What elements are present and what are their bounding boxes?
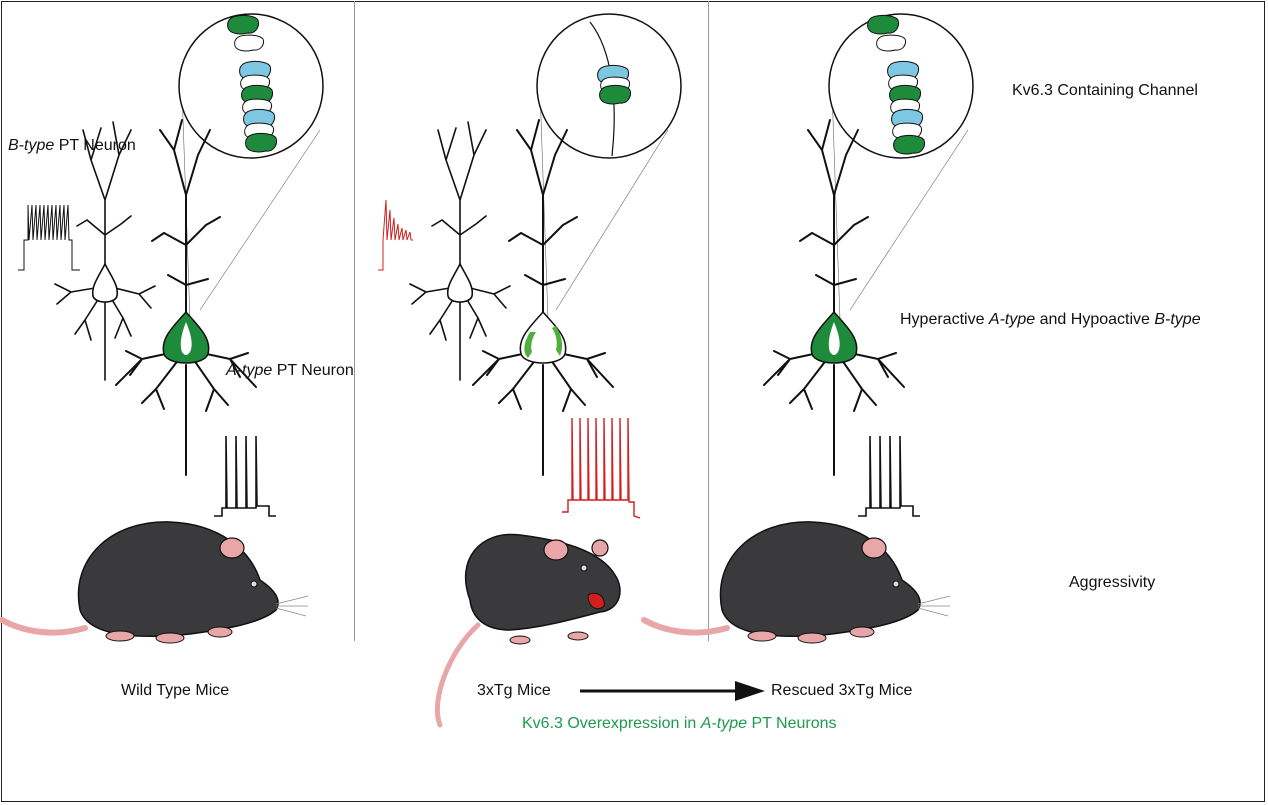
- b-type-term: B-type: [8, 137, 55, 154]
- channel-label: Kv6.3 Containing Channel: [1012, 82, 1198, 99]
- panel-divider-1: [354, 1, 355, 641]
- b-type-suffix: PT Neuron: [54, 137, 136, 154]
- kv-channel-zoom-icon: [178, 13, 324, 321]
- mouse-icon: [644, 522, 950, 643]
- overexpression-text-2: PT Neurons: [747, 715, 837, 732]
- b-type-spike-trace-icon: [378, 199, 413, 271]
- a-type-spike-trace-icon: [857, 435, 921, 517]
- a-type-term: A-type: [226, 362, 273, 379]
- rescued-label: Rescued 3xTg Mice: [771, 682, 913, 699]
- a-type-neuron-icon: [472, 119, 614, 476]
- activity-text-2: and Hypoactive: [1035, 311, 1155, 328]
- wild-type-label: Wild Type Mice: [121, 682, 230, 699]
- a-type-suffix: PT Neuron: [272, 362, 354, 379]
- mouse-icon: [434, 533, 621, 728]
- a-type-spike-trace-icon: [213, 435, 277, 517]
- mouse-icon: [2, 522, 308, 643]
- b-type-neuron-icon: [54, 121, 156, 381]
- a-type-neuron-icon: [763, 119, 905, 476]
- panel-divider-2: [708, 1, 709, 641]
- a-type-neuron-icon: [115, 119, 257, 476]
- overexpression-term: A-type: [700, 715, 747, 732]
- activity-term-b: B-type: [1154, 311, 1201, 328]
- b-type-neuron-icon: [409, 121, 511, 381]
- b-type-neuron-label: B-type PT Neuron: [8, 136, 136, 156]
- a-type-spike-trace-icon: [562, 417, 641, 519]
- aggressivity-label: Aggressivity: [1069, 574, 1156, 591]
- overexpression-caption: Kv6.3 Overexpression in A-type PT Neuron…: [522, 714, 837, 734]
- kv-channel-zoom-icon: [828, 13, 974, 321]
- panel-wild-type: [2, 13, 324, 643]
- panel-3xtg: [378, 13, 682, 728]
- b-type-spike-trace-icon: [18, 204, 80, 271]
- 3xtg-label: 3xTg Mice: [477, 682, 551, 699]
- panel-rescued: [644, 13, 974, 643]
- activity-term-a: A-type: [988, 311, 1036, 328]
- arrow-icon: [580, 681, 765, 701]
- overexpression-text-1: Kv6.3 Overexpression in: [522, 715, 701, 732]
- activity-text-1: Hyperactive: [900, 311, 989, 328]
- kv-channel-zoom-icon: [536, 13, 682, 321]
- activity-label: Hyperactive A-type and Hypoactive B-type: [900, 310, 1201, 330]
- a-type-neuron-label: A-type PT Neuron: [226, 361, 354, 381]
